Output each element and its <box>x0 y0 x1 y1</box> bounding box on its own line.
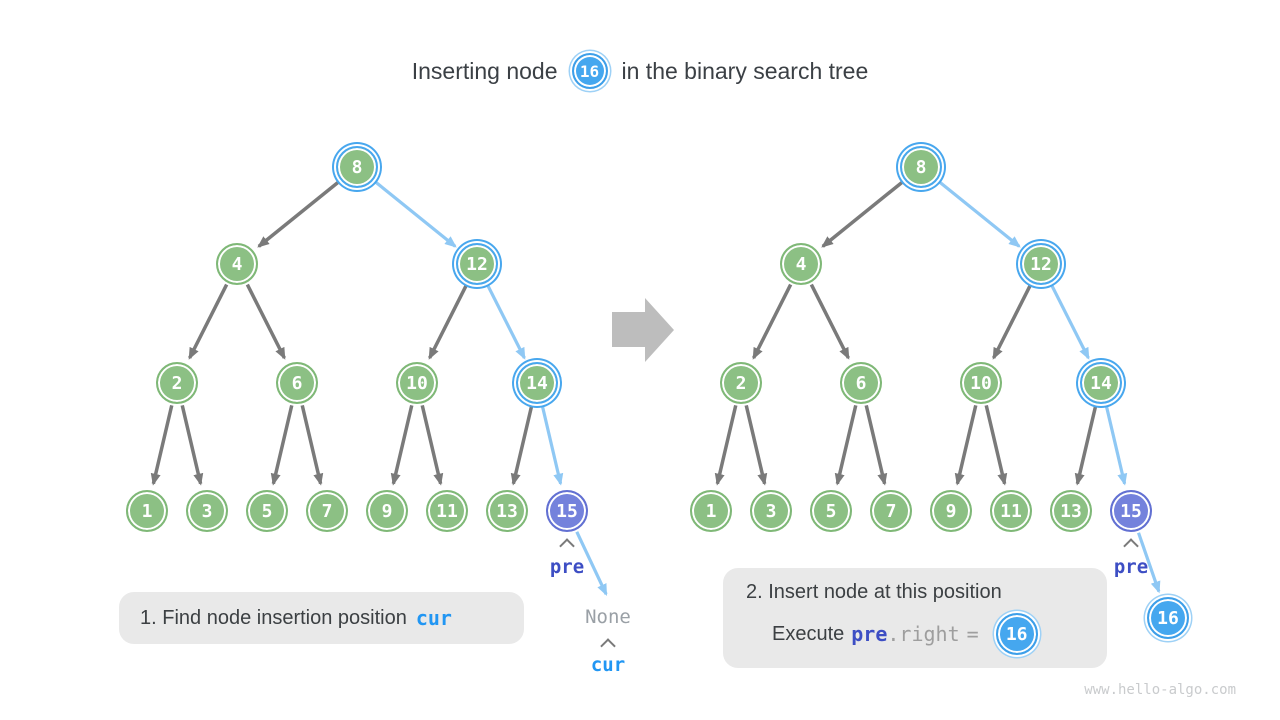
tree-edge <box>270 404 294 486</box>
tree-edge <box>834 404 858 486</box>
tree-node-before-insertion-9: 9 <box>366 490 408 532</box>
tree-node-before-insertion-13: 13 <box>486 490 528 532</box>
title-text-before: Inserting node <box>411 57 558 84</box>
transition-arrow-icon <box>612 298 674 362</box>
tree-edge <box>510 404 534 486</box>
tree-node-after-insertion-16: 16 <box>1147 597 1189 639</box>
caption-step2-line1: 2. Insert node at this position <box>746 581 1002 603</box>
pre-label: pre <box>549 556 585 578</box>
tree-node-before-insertion-4: 4 <box>216 243 258 285</box>
tree-edge <box>1049 283 1090 360</box>
tree-node-after-insertion-9: 9 <box>930 490 972 532</box>
caption-step1-text: 1. Find node insertion position <box>140 606 407 629</box>
tree-edge <box>188 283 229 360</box>
tree-node-after-insertion-6: 6 <box>840 362 882 404</box>
tree-node-after-insertion-4: 4 <box>780 243 822 285</box>
tree-node-before-insertion-6: 6 <box>276 362 318 404</box>
tree-edge <box>245 283 286 360</box>
caption-step1: 1. Find node insertion position cur <box>119 592 524 644</box>
tree-node-before-insertion-1: 1 <box>126 490 168 532</box>
tree-edge <box>937 180 1021 248</box>
tree-node-after-insertion-3: 3 <box>750 490 792 532</box>
tree-edge <box>575 531 608 597</box>
diagram-title: Inserting node 16 in the binary search t… <box>0 44 1280 98</box>
tree-edge <box>1137 532 1161 594</box>
tree-edge <box>954 404 978 486</box>
tree-node-after-insertion-8: 8 <box>900 146 942 188</box>
tree-edge <box>485 283 526 360</box>
tree-node-after-insertion-7: 7 <box>870 490 912 532</box>
tree-node-after-insertion-15: 15 <box>1110 490 1152 532</box>
tree-edge <box>809 283 850 360</box>
tree-edge <box>373 180 457 248</box>
caption-step2-node-16: 16 <box>995 613 1038 655</box>
tree-edge <box>714 404 738 486</box>
tree-node-before-insertion-7: 7 <box>306 490 348 532</box>
tree-edge <box>1104 405 1128 486</box>
tree-node-before-insertion-8: 8 <box>336 146 378 188</box>
tree-node-before-insertion-11: 11 <box>426 490 468 532</box>
tree-edge <box>180 404 204 486</box>
tree-node-after-insertion-11: 11 <box>990 490 1032 532</box>
tree-edge <box>821 180 905 248</box>
tree-node-before-insertion-3: 3 <box>186 490 228 532</box>
tree-node-after-insertion-2: 2 <box>720 362 762 404</box>
title-node-16: 16 <box>571 53 608 89</box>
caption-step2-execute: Execute <box>772 622 845 645</box>
caption-step1-cur-code: cur <box>415 606 452 630</box>
title-text-after: in the binary search tree <box>621 57 869 84</box>
tree-node-after-insertion-13: 13 <box>1050 490 1092 532</box>
tree-edge <box>300 404 324 486</box>
tree-edge <box>992 283 1033 360</box>
watermark: www.hello-algo.com <box>1084 682 1236 698</box>
tree-edge <box>150 404 174 486</box>
tree-edge <box>540 405 564 486</box>
caption-step2-line2: Execute pre.right = 16 <box>772 613 1107 655</box>
tree-node-after-insertion-1: 1 <box>690 490 732 532</box>
tree-edge <box>257 180 341 248</box>
tree-edge <box>744 404 768 486</box>
tree-edge <box>1074 404 1098 486</box>
caption-step2-pre-code: pre <box>851 622 888 646</box>
tree-node-before-insertion-14: 14 <box>516 362 558 404</box>
tree-node-before-insertion-12: 12 <box>456 243 498 285</box>
caption-step2-equals: = <box>966 622 979 646</box>
none-label: None <box>585 606 631 628</box>
tree-node-before-insertion-15: 15 <box>546 490 588 532</box>
cur-label: cur <box>590 654 626 676</box>
tree-node-before-insertion-2: 2 <box>156 362 198 404</box>
tree-node-before-insertion-5: 5 <box>246 490 288 532</box>
pre-label: pre <box>1113 556 1149 578</box>
caption-step2-right-code: .right <box>887 622 960 646</box>
caption-step2: 2. Insert node at this position Execute … <box>723 568 1107 668</box>
tree-node-before-insertion-10: 10 <box>396 362 438 404</box>
tree-edge <box>428 283 469 360</box>
tree-edge <box>984 404 1008 486</box>
tree-edge <box>752 283 793 360</box>
tree-node-after-insertion-5: 5 <box>810 490 852 532</box>
tree-node-after-insertion-12: 12 <box>1020 243 1062 285</box>
tree-node-after-insertion-10: 10 <box>960 362 1002 404</box>
tree-edge <box>390 404 414 486</box>
tree-edge <box>420 404 444 486</box>
tree-node-after-insertion-14: 14 <box>1080 362 1122 404</box>
tree-edge <box>864 404 888 486</box>
